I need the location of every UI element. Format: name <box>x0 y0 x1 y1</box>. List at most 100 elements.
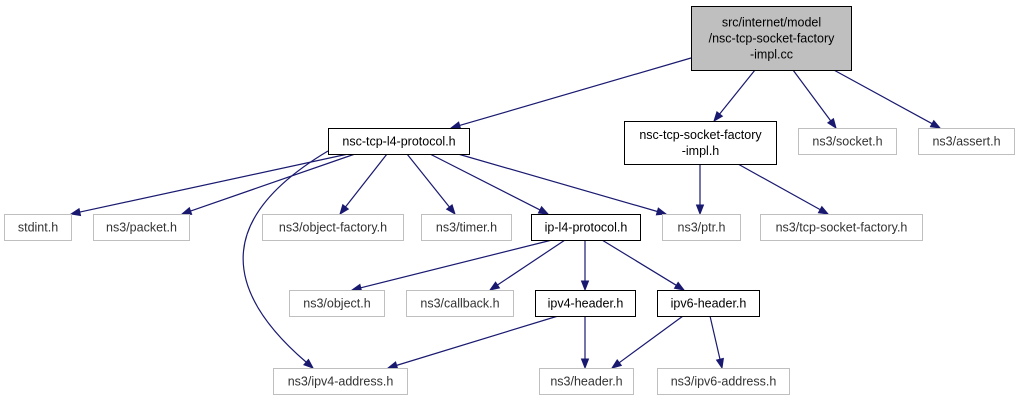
edge-nsc-l4-to-ipv4-address-h <box>242 150 329 369</box>
node-factory-impl-h[interactable]: nsc-tcp-socket-factory -impl.h <box>624 121 777 165</box>
edge-factory-impl-h-to-ptr-h <box>695 164 705 216</box>
edge-line <box>345 153 388 208</box>
node-box <box>624 121 777 165</box>
node-box <box>328 128 470 155</box>
arrowhead <box>537 205 550 215</box>
edge-root-to-factory-impl-h <box>713 69 756 123</box>
node-box <box>657 368 790 395</box>
edge-ipv6-header-h-to-ipv6-address-h <box>709 315 724 370</box>
node-label: ipv6-header.h <box>671 297 747 311</box>
edge-line <box>601 239 677 286</box>
node-box <box>531 214 641 241</box>
edge-ipv6-header-h-to-header-h <box>610 315 684 369</box>
arrowhead <box>817 205 830 215</box>
edge-root-to-nsc-l4 <box>449 57 692 130</box>
node-box <box>262 214 404 241</box>
node-ipv4-header-h[interactable]: ipv4-header.h <box>535 290 636 317</box>
node-label: /nsc-tcp-socket-factory <box>709 32 835 46</box>
node-tcp-socket-factory-h: ns3/tcp-socket-factory.h <box>760 214 923 241</box>
node-label: ns3/timer.h <box>436 221 497 235</box>
node-box <box>691 6 852 71</box>
arrowhead <box>610 358 623 369</box>
arrowhead <box>449 121 462 130</box>
arrowhead <box>826 117 837 130</box>
node-assert-h: ns3/assert.h <box>918 128 1015 155</box>
node-label: ns3/ipv6-address.h <box>671 375 777 389</box>
arrowhead <box>69 207 82 217</box>
edge-line <box>79 153 349 213</box>
edge-line <box>396 315 559 366</box>
edge-root-to-assert-h <box>831 68 942 129</box>
node-box <box>760 214 923 241</box>
edge-ipv4-header-h-to-header-h <box>580 316 590 370</box>
node-timer-h: ns3/timer.h <box>421 214 512 241</box>
node-callback-h: ns3/callback.h <box>406 290 514 317</box>
edge-line <box>792 69 832 122</box>
node-box <box>918 128 1015 155</box>
edge-line <box>360 239 553 289</box>
edge-nsc-l4-to-ptr-h <box>457 153 668 216</box>
edge-ipv4-header-h-to-ipv4-address-h <box>386 315 559 370</box>
node-label: -impl.cc <box>750 48 793 62</box>
edge-line <box>831 68 933 125</box>
node-ipv6-header-h[interactable]: ipv6-header.h <box>657 290 760 317</box>
edge-line <box>406 153 450 208</box>
node-nsc-l4[interactable]: nsc-tcp-l4-protocol.h <box>328 128 470 155</box>
node-label: ns3/object.h <box>303 297 370 311</box>
arrowhead <box>713 110 724 123</box>
node-label: ns3/socket.h <box>812 135 882 149</box>
node-packet-h: ns3/packet.h <box>93 214 190 241</box>
node-root[interactable]: src/internet/model/nsc-tcp-socket-factor… <box>691 6 852 71</box>
edge-nsc-l4-to-stdint-h <box>69 153 349 217</box>
node-box <box>289 290 385 317</box>
node-object-h: ns3/object.h <box>289 290 385 317</box>
edge-line <box>459 57 692 127</box>
node-label: ns3/assert.h <box>932 135 1000 149</box>
arrowhead <box>303 358 315 369</box>
arrowhead <box>673 281 686 291</box>
edge-line <box>719 69 756 115</box>
node-socket-h: ns3/socket.h <box>798 128 897 155</box>
arrowhead <box>695 204 705 216</box>
node-box <box>406 290 514 317</box>
node-label: ns3/packet.h <box>106 221 177 235</box>
arrowhead <box>715 357 724 370</box>
node-label: ns3/tcp-socket-factory.h <box>776 221 908 235</box>
edge-line <box>618 315 684 364</box>
arrowhead <box>339 203 350 216</box>
node-box <box>662 214 741 241</box>
edge-ip-l4-h-to-ipv6-header-h <box>601 239 686 291</box>
node-ptr-h: ns3/ptr.h <box>662 214 741 241</box>
edge-line <box>457 153 658 213</box>
node-ip-l4-h[interactable]: ip-l4-protocol.h <box>531 214 641 241</box>
arrowhead <box>580 358 590 370</box>
edge-line <box>429 153 541 211</box>
node-label: ipv4-header.h <box>548 297 624 311</box>
node-object-factory-h: ns3/object-factory.h <box>262 214 404 241</box>
node-label: -impl.h <box>682 144 720 158</box>
edge-root-to-socket-h <box>792 69 837 130</box>
node-stdint-h: stdint.h <box>4 214 72 241</box>
node-box <box>273 368 408 395</box>
node-ipv6-address-h: ns3/ipv6-address.h <box>657 368 790 395</box>
edge-ip-l4-h-to-callback-h <box>488 239 566 291</box>
edge-factory-impl-h-to-tcp-socket-factory-h <box>737 163 830 215</box>
arrowhead <box>929 119 942 129</box>
node-label: ns3/ipv4-address.h <box>288 375 394 389</box>
edge-line <box>242 150 329 363</box>
node-label: nsc-tcp-socket-factory <box>639 128 762 142</box>
nodes-layer: src/internet/model/nsc-tcp-socket-factor… <box>4 6 1015 395</box>
node-label: ns3/callback.h <box>420 297 499 311</box>
arrowhead <box>655 207 668 216</box>
edge-line <box>737 163 821 211</box>
node-box <box>539 368 634 395</box>
node-box <box>798 128 897 155</box>
arrowhead <box>580 280 590 292</box>
arrowhead <box>488 281 501 291</box>
node-header-h: ns3/header.h <box>539 368 634 395</box>
edge-line <box>190 153 356 212</box>
edge-ip-l4-h-to-object-h <box>350 239 553 292</box>
arrowhead <box>180 206 193 215</box>
edge-ip-l4-h-to-ipv4-header-h <box>580 240 590 292</box>
